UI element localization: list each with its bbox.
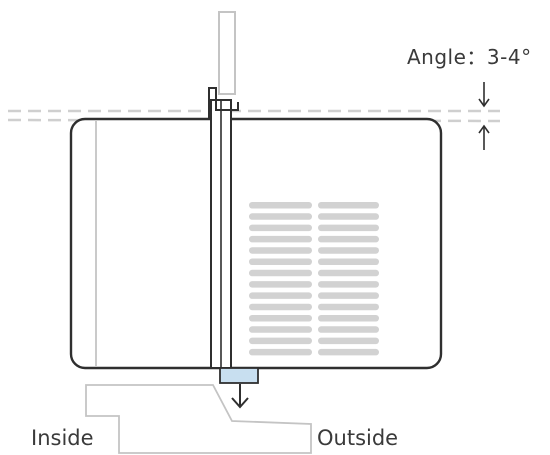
vent-slat xyxy=(249,247,312,254)
vent-slat xyxy=(318,281,379,288)
top-bracket-hook xyxy=(208,87,239,118)
arrow-down-icon xyxy=(231,384,249,409)
drain-outlet xyxy=(219,367,259,384)
arrow-down-icon xyxy=(478,82,490,108)
vent-slat xyxy=(318,303,379,311)
vent-slat xyxy=(318,224,379,232)
vent-slat xyxy=(249,202,312,209)
vent-slat xyxy=(318,269,379,277)
window-sill xyxy=(85,384,312,454)
vent-slat xyxy=(249,303,312,311)
mounting-pole xyxy=(218,11,236,95)
vent-slat xyxy=(318,235,379,243)
vent-slat xyxy=(249,326,312,333)
vent-slat xyxy=(318,213,379,220)
vent-slat xyxy=(318,292,379,299)
vent-slat xyxy=(249,348,312,356)
inside-label: Inside xyxy=(31,426,94,450)
vent-slat xyxy=(318,247,379,254)
vent-slat xyxy=(318,348,379,356)
vent-slat xyxy=(249,224,312,232)
vent-slat xyxy=(249,213,312,220)
vent-slat xyxy=(249,337,312,345)
vent-slat xyxy=(249,281,312,288)
vent-slat xyxy=(318,326,379,333)
vent-slat xyxy=(318,337,379,345)
outside-label: Outside xyxy=(317,426,398,450)
vent-slat xyxy=(318,258,379,265)
vent-slat xyxy=(249,315,312,322)
vent-grille xyxy=(249,202,379,356)
arrow-up-icon xyxy=(478,124,490,150)
vent-slat xyxy=(249,258,312,265)
vent-slat xyxy=(249,235,312,243)
vent-slat xyxy=(318,202,379,209)
vent-slat xyxy=(318,315,379,322)
vent-slat xyxy=(249,292,312,299)
angle-label: Angle：3-4° xyxy=(407,45,532,69)
vent-slat xyxy=(249,269,312,277)
